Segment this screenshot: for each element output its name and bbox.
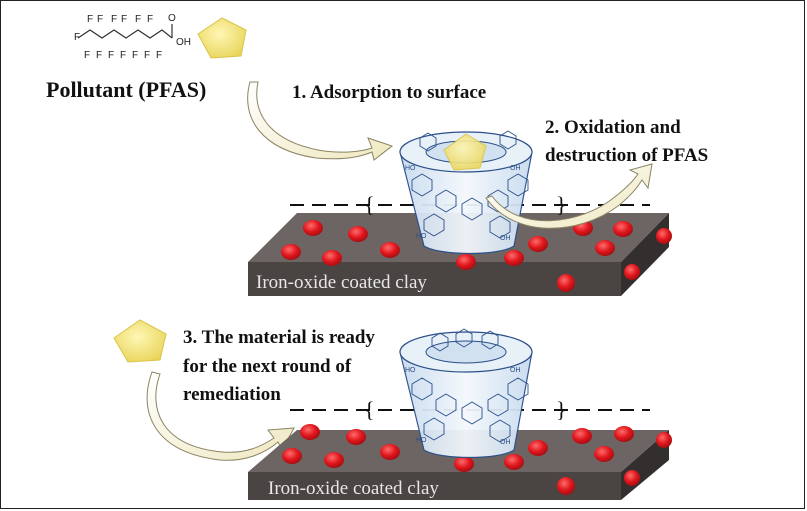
pfas-pentagon-icon [113, 319, 167, 363]
iron-oxide-particle [456, 254, 476, 270]
fluorine-label: F [121, 14, 127, 25]
step-3-label-line1: 3. The material is ready [183, 327, 375, 348]
iron-oxide-particle [557, 477, 575, 495]
fluorine-label: F [144, 50, 150, 61]
slab-label-top: Iron-oxide coated clay [256, 272, 427, 293]
iron-oxide-particle [594, 446, 614, 462]
iron-oxide-particle [595, 240, 615, 256]
slab-label-bottom: Iron-oxide coated clay [268, 478, 439, 499]
fluorine-label: F [111, 14, 117, 25]
iron-oxide-particle [303, 220, 323, 236]
hydroxyl-label: OH [176, 37, 191, 48]
oxygen-label: O [168, 13, 176, 24]
hydroxyl-mark: HO [416, 437, 427, 444]
pfas-pentagon-icon [197, 17, 247, 59]
hydroxyl-mark: HO [405, 165, 416, 172]
iron-oxide-particle [348, 226, 368, 242]
fluorine-label: F [87, 14, 93, 25]
iron-oxide-particle [557, 274, 575, 292]
iron-oxide-particle [324, 452, 344, 468]
fluorine-label: F [132, 50, 138, 61]
iron-oxide-particle [282, 448, 302, 464]
fluorine-label: F [108, 50, 114, 61]
iron-oxide-particle [656, 228, 672, 244]
iron-oxide-particle [613, 221, 633, 237]
hydroxyl-mark: OH [510, 165, 521, 172]
iron-oxide-particle [624, 264, 640, 280]
pfas-molecule: F F F F F F F F F F F F F F O OH [74, 13, 191, 61]
iron-oxide-particle [300, 424, 320, 440]
iron-oxide-particle [281, 244, 301, 260]
step-1-label: 1. Adsorption to surface [292, 82, 486, 103]
iron-oxide-particle [572, 428, 592, 444]
hydroxyl-mark: OH [500, 439, 511, 446]
pollutant-label: Pollutant (PFAS) [46, 77, 206, 102]
pfas-pentagon-icon [443, 133, 487, 171]
iron-oxide-particle [504, 250, 524, 266]
iron-oxide-particle [656, 432, 672, 448]
iron-oxide-particles-top [281, 220, 672, 292]
iron-oxide-particle [504, 454, 524, 470]
iron-oxide-particles-bottom [282, 424, 672, 495]
iron-oxide-particle [454, 456, 474, 472]
step-3-label-line2: for the next round of [183, 356, 352, 377]
step-3-label-line3: remediation [183, 384, 281, 405]
iron-oxide-particle [528, 236, 548, 252]
hydroxyl-mark: HO [416, 233, 427, 240]
fluorine-label: F [120, 50, 126, 61]
hydroxyl-mark: HO [405, 367, 416, 374]
iron-oxide-particle [380, 242, 400, 258]
iron-oxide-particle [380, 444, 400, 460]
fluorine-label: F [147, 14, 153, 25]
fluorine-label: F [97, 14, 103, 25]
fluorine-label: F [84, 50, 90, 61]
oxidation-arrow [485, 163, 653, 229]
bracket-left: { [364, 192, 375, 217]
iron-oxide-particle [528, 440, 548, 456]
iron-oxide-particle [322, 250, 342, 266]
hydroxyl-mark: OH [500, 235, 511, 242]
bracket-right: } [556, 192, 567, 217]
fluorine-label: F [156, 50, 162, 61]
step-2-label-line2: destruction of PFAS [545, 145, 708, 166]
hydroxyl-mark: OH [510, 367, 521, 374]
iron-oxide-particle [614, 426, 634, 442]
iron-oxide-particle [346, 429, 366, 445]
fluorine-label: F [96, 50, 102, 61]
fluorine-label: F [135, 14, 141, 25]
cyclodextrin-cup-top: HO OH HO OH [399, 130, 533, 255]
fluorine-label: F [74, 32, 80, 43]
cyclodextrin-cup-bottom: HO OH HO OH [399, 328, 533, 459]
iron-oxide-particle [624, 470, 640, 486]
step-2-label-line1: 2. Oxidation and [545, 117, 681, 138]
adsorption-arrow [247, 81, 394, 161]
bracket-left: { [364, 397, 375, 422]
bracket-right: } [556, 397, 567, 422]
